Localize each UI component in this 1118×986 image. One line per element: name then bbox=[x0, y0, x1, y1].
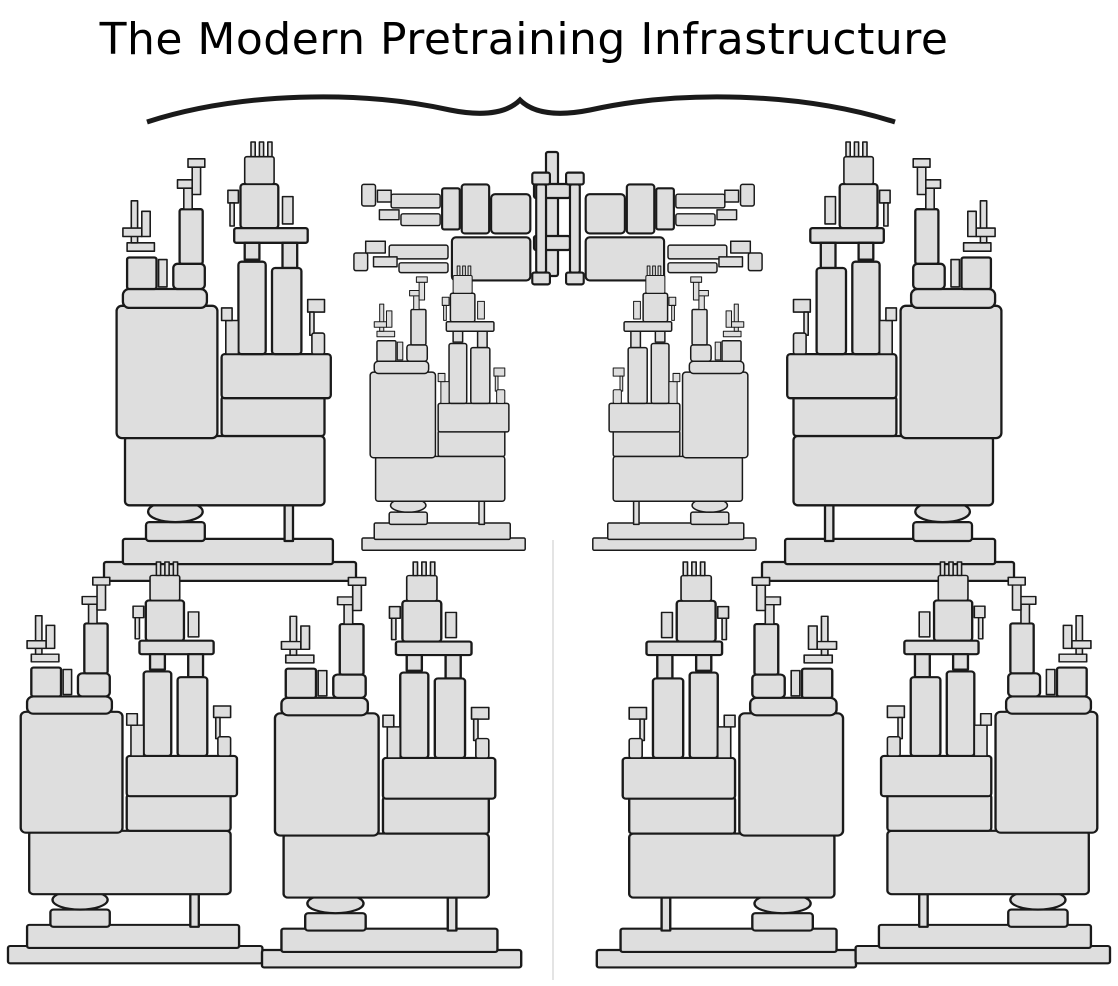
horizontal-machine-icon bbox=[352, 150, 764, 286]
machine-stack-icon bbox=[6, 560, 264, 965]
machine-stack-icon bbox=[102, 140, 358, 583]
machine-stack-icon bbox=[760, 140, 1016, 583]
brace-icon bbox=[146, 94, 896, 125]
machine-stack-icon bbox=[361, 265, 526, 551]
machine-stack-icon bbox=[595, 560, 858, 969]
machine-stack-icon bbox=[260, 560, 523, 969]
machine-stack-icon bbox=[592, 265, 757, 551]
machine-stack-icon bbox=[854, 560, 1112, 965]
page-title: The Modern Pretraining Infrastructure bbox=[99, 14, 949, 65]
